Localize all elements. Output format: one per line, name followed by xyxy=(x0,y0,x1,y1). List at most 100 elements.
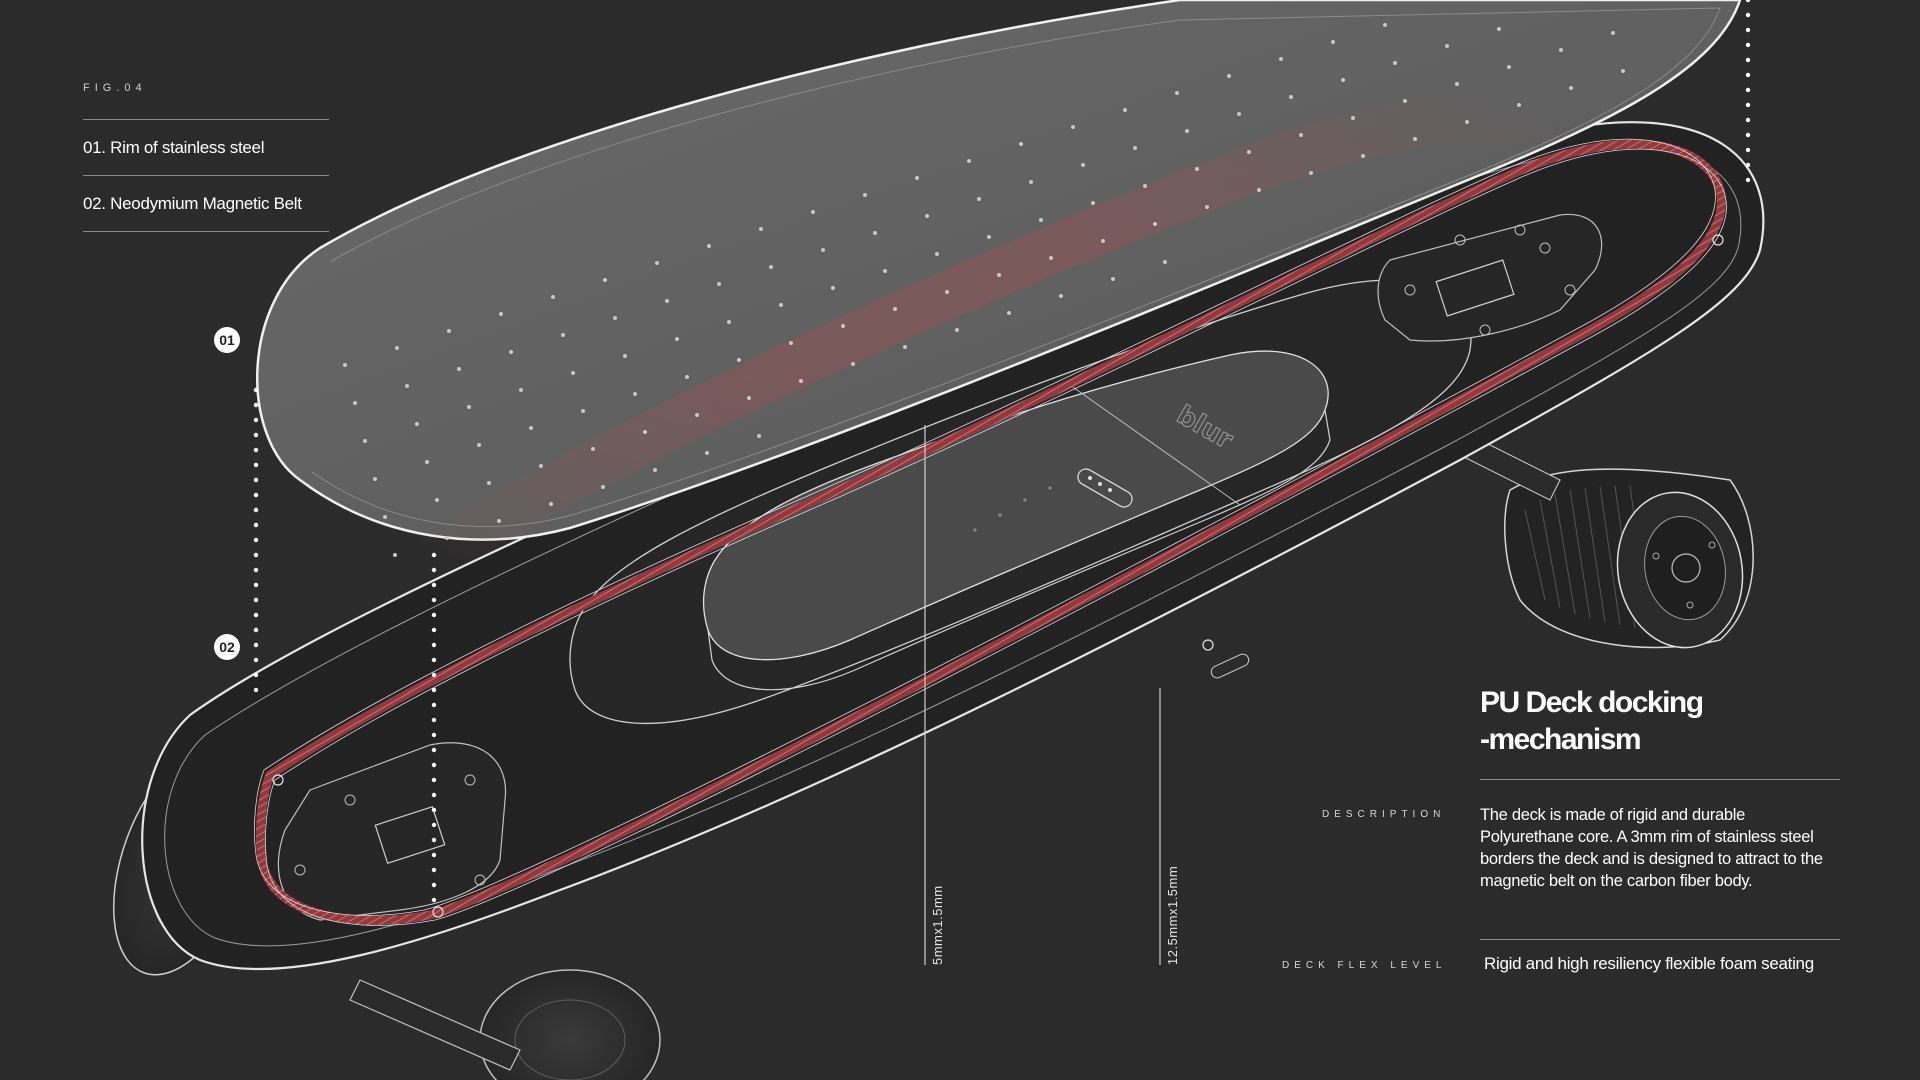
grip-dot xyxy=(653,468,657,472)
leader-dot xyxy=(431,582,437,588)
grip-dot xyxy=(1331,40,1335,44)
leader-dot xyxy=(431,822,437,828)
grip-dot xyxy=(603,278,607,282)
panel-title-line-1: PU Deck docking xyxy=(1480,686,1704,719)
grip-dot xyxy=(997,273,1001,277)
grip-dot xyxy=(1413,137,1417,141)
grip-dot xyxy=(435,498,439,502)
leader-dot xyxy=(1745,162,1751,168)
leader-dot xyxy=(431,837,437,843)
grip-dot xyxy=(539,464,543,468)
grip-dot xyxy=(977,197,981,201)
grip-dot xyxy=(1569,86,1573,90)
panel-title-line-2: -mechanism xyxy=(1480,723,1642,756)
legend-divider xyxy=(83,119,329,120)
grip-dot xyxy=(551,295,555,299)
grip-dot xyxy=(1507,65,1511,69)
grip-dot xyxy=(1403,99,1407,103)
grip-dot xyxy=(727,320,731,324)
grip-dot xyxy=(759,227,763,231)
grip-dot xyxy=(665,299,669,303)
grip-dot xyxy=(705,451,709,455)
grip-dot xyxy=(717,282,721,286)
leader-dot xyxy=(253,387,259,393)
grip-dot xyxy=(499,312,503,316)
grip-dot xyxy=(1195,167,1199,171)
grip-dot xyxy=(915,176,919,180)
grip-dot xyxy=(1185,129,1189,133)
grip-dot xyxy=(863,193,867,197)
grip-dot xyxy=(613,316,617,320)
grip-dot xyxy=(601,485,605,489)
leader-dot xyxy=(1745,102,1751,108)
leader-dot xyxy=(253,612,259,618)
grip-dot xyxy=(707,244,711,248)
grip-dot xyxy=(1081,163,1085,167)
grip-dot xyxy=(623,354,627,358)
leader-dot xyxy=(253,552,259,558)
leader-dot xyxy=(431,852,437,858)
leader-dot xyxy=(431,867,437,873)
grip-dot xyxy=(955,328,959,332)
leader-dot xyxy=(431,792,437,798)
leader-dot xyxy=(253,492,259,498)
grip-dot xyxy=(1205,205,1209,209)
grip-dot xyxy=(343,363,347,367)
leader-dot xyxy=(253,477,259,483)
grip-dot xyxy=(529,426,533,430)
grip-dot xyxy=(695,413,699,417)
grip-dot xyxy=(457,367,461,371)
leader-dot xyxy=(253,657,259,663)
panel-title: PU Deck docking -mechanism xyxy=(1480,684,1704,758)
grip-dot xyxy=(821,248,825,252)
leader-dot xyxy=(1745,57,1751,63)
grip-dot xyxy=(487,481,491,485)
grip-dot xyxy=(1029,180,1033,184)
description-text: The deck is made of rigid and durable Po… xyxy=(1480,806,1823,890)
pu-deck xyxy=(256,0,1742,584)
grip-dot xyxy=(945,290,949,294)
grip-dot xyxy=(1101,239,1105,243)
grip-dot xyxy=(799,379,803,383)
leader-dot xyxy=(431,702,437,708)
grip-dot xyxy=(1289,95,1293,99)
grip-dot xyxy=(1175,91,1179,95)
leader-dot xyxy=(431,732,437,738)
grip-dot xyxy=(395,346,399,350)
magnetic-belt xyxy=(255,139,1726,925)
leader-dot xyxy=(431,807,437,813)
grip-dot xyxy=(1227,74,1231,78)
leader-dot xyxy=(1745,117,1751,123)
legend-item-magnetic-belt: 02. Neodymium Magnetic Belt xyxy=(83,176,329,232)
leader-dot xyxy=(431,552,437,558)
grip-dot xyxy=(1465,120,1469,124)
leader-dot xyxy=(431,687,437,693)
grip-dot xyxy=(1039,218,1043,222)
grip-dot xyxy=(1133,146,1137,150)
leader-dot xyxy=(253,567,259,573)
legend-item-rim: 01. Rim of stainless steel xyxy=(83,120,329,176)
leader-dot xyxy=(431,627,437,633)
grip-dot xyxy=(1383,23,1387,27)
leader-dot xyxy=(1745,0,1751,3)
leader-dot xyxy=(1745,87,1751,93)
grip-dot xyxy=(373,477,377,481)
grip-dot xyxy=(425,460,429,464)
leader-dot xyxy=(1745,147,1751,153)
grip-dot xyxy=(893,307,897,311)
leader-dot xyxy=(431,777,437,783)
grip-dot xyxy=(1279,57,1283,61)
grip-dot xyxy=(685,375,689,379)
leader-dot xyxy=(253,402,259,408)
grip-dot xyxy=(925,214,929,218)
grip-dot xyxy=(851,362,855,366)
grip-dot xyxy=(1059,294,1063,298)
leader-dot xyxy=(1745,27,1751,33)
grip-dot xyxy=(1111,277,1115,281)
leader-dot xyxy=(253,672,259,678)
grip-dot xyxy=(591,447,595,451)
marker-01: 01 xyxy=(214,327,240,353)
grip-dot xyxy=(655,261,659,265)
grip-dot xyxy=(1019,142,1023,146)
